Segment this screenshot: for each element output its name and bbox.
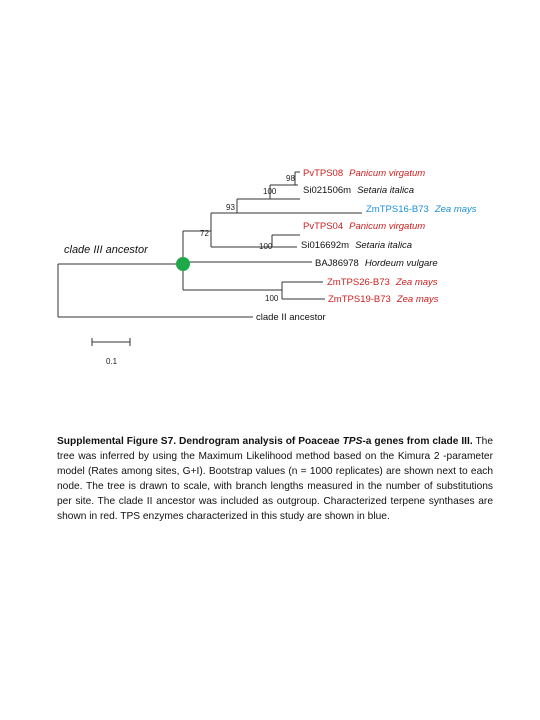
taxon-label: BAJ86978 Hordeum vulgare [315,258,438,269]
clade-iii-ancestor-label: clade III ancestor [64,244,149,256]
branch-node-98 [294,171,300,186]
bootstrap-72: 72 [200,229,209,238]
taxon-species: Zea mays [395,277,438,288]
taxon-label: ZmTPS19-B73 Zea mays [328,294,439,305]
figure-caption: Supplemental Figure S7. Dendrogram analy… [57,434,493,524]
bootstrap-100-middle: 100 [259,242,273,251]
caption-title-part: -a genes from clade III. [362,436,473,447]
caption-body: The tree was inferred by using the Maxim… [57,436,493,522]
taxon-species: Panicum virgatum [349,221,425,232]
taxon-label: Si021506m Setaria italica [303,185,414,196]
caption-title-part: Supplemental Figure S7. Dendrogram analy… [57,436,343,447]
taxon-species: Setaria italica [355,240,412,251]
taxon-name: ZmTPS19-B73 [328,294,391,305]
taxon-label: Si016692m Setaria italica [301,240,412,251]
branch-node-100-middle [271,234,300,248]
taxon-name: clade II ancestor [256,312,326,323]
branch-node-100-lower [281,281,325,300]
taxon-name: BAJ86978 [315,258,359,269]
bootstrap-100-lower: 100 [265,294,279,303]
branch-node-93 [236,198,362,214]
branch-node-72 [210,212,272,248]
scale-bar-label: 0.1 [106,357,118,366]
taxon-name: Si021506m [303,185,351,196]
ancestor-node-marker [176,257,190,271]
taxon-label: ZmTPS16-B73 Zea mays [366,204,477,215]
taxon-name: ZmTPS16-B73 [366,204,429,215]
taxon-name: PvTPS08 [303,168,343,179]
branch-clade-iii [182,230,312,291]
taxon-species: Setaria italica [357,185,414,196]
bootstrap-100-upper: 100 [263,187,277,196]
taxon-name: PvTPS04 [303,221,343,232]
scale-bar-line [91,338,131,346]
taxon-species: Panicum virgatum [349,168,425,179]
caption-title-gene: TPS [342,436,363,447]
taxon-label: ZmTPS26-B73 Zea mays [327,277,438,288]
scale-bar: 0.1 [91,338,131,366]
bootstrap-98: 98 [286,174,295,183]
bootstrap-93: 93 [226,203,235,212]
taxon-species: Zea mays [396,294,439,305]
taxon-label: PvTPS04 Panicum virgatum [303,221,425,232]
taxon-label-outgroup: clade II ancestor [256,312,326,323]
taxon-label: PvTPS08 Panicum virgatum [303,168,425,179]
caption-title: Supplemental Figure S7. Dendrogram analy… [57,436,473,447]
taxon-name: ZmTPS26-B73 [327,277,390,288]
taxon-name: Si016692m [301,240,349,251]
taxon-species: Hordeum vulgare [365,258,438,269]
bootstrap-values: 98 100 93 72 100 100 [200,174,295,303]
branch-root [57,263,253,318]
branch-node-100-upper [269,184,300,200]
taxon-species: Zea mays [434,204,477,215]
